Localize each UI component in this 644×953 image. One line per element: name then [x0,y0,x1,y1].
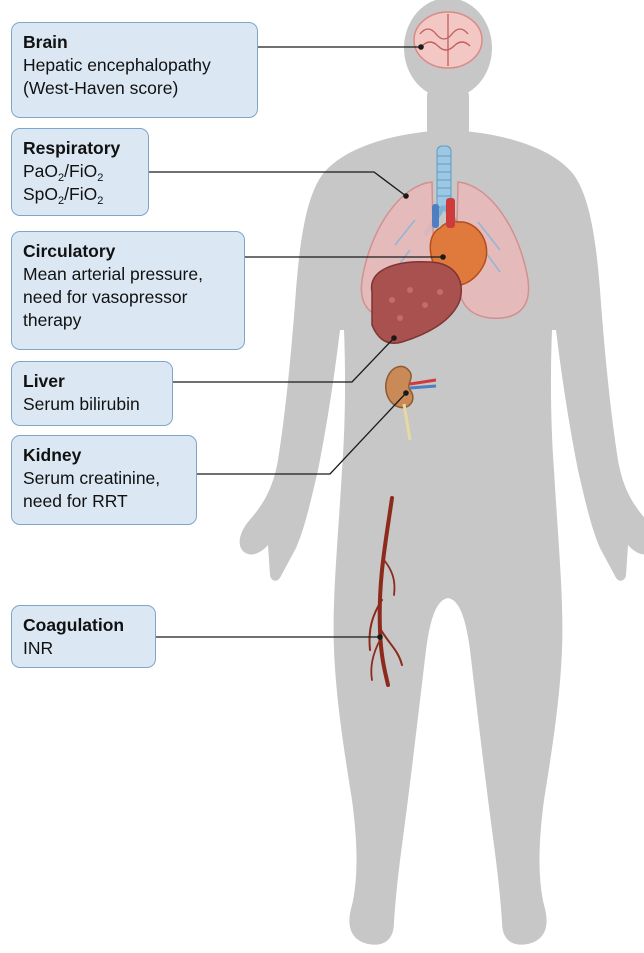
liver-line-1: Serum bilirubin [23,393,161,416]
brain-line-2-text: (West-Haven score) [23,78,178,98]
kidney-line-1-text: Serum creatinine, [23,468,160,488]
liver-label-box: Liver Serum bilirubin [11,361,173,426]
body-silhouette [240,0,644,945]
liver-title: Liver [23,370,161,393]
circulatory-line-3: therapy [23,309,233,332]
circulatory-line-2-text: need for vasopressor [23,287,187,307]
respiratory-line-2-part-2: /FiO [64,184,97,204]
coagulation-title: Coagulation [23,614,144,637]
circulatory-label-box: Circulatory Mean arterial pressure, need… [11,231,245,350]
coagulation-line-1: INR [23,637,144,660]
respiratory-line-2: SpO2/FiO2 [23,183,137,206]
circulatory-line-1-text: Mean arterial pressure, [23,264,203,284]
circulatory-line-3-text: therapy [23,310,81,330]
kidney-line-2: need for RRT [23,490,185,513]
respiratory-line-1-part-1: PaO [23,161,58,181]
respiratory-line-1-part-2: /FiO [64,161,97,181]
kidney-line-2-text: need for RRT [23,491,128,511]
respiratory-title: Respiratory [23,137,137,160]
brain-line-2: (West-Haven score) [23,77,246,100]
brain-line-1: Hepatic encephalopathy [23,54,246,77]
kidney-label-box: Kidney Serum creatinine, need for RRT [11,435,197,525]
respiratory-line-2-subscript-2: 2 [97,195,103,207]
respiratory-label-box: Respiratory PaO2/FiO2 SpO2/FiO2 [11,128,149,216]
brain-label-box: Brain Hepatic encephalopathy (West-Haven… [11,22,258,118]
kidney-title: Kidney [23,444,185,467]
circulatory-title: Circulatory [23,240,233,263]
coagulation-label-box: Coagulation INR [11,605,156,668]
brain-title: Brain [23,31,246,54]
brain-illustration [414,12,482,68]
respiratory-line-1: PaO2/FiO2 [23,160,137,183]
brain-line-1-text: Hepatic encephalopathy [23,55,211,75]
circulatory-line-1: Mean arterial pressure, [23,263,233,286]
coagulation-line-1-text: INR [23,638,53,658]
kidney-line-1: Serum creatinine, [23,467,185,490]
liver-line-1-text: Serum bilirubin [23,394,140,414]
circulatory-line-2: need for vasopressor [23,286,233,309]
respiratory-line-2-part-1: SpO [23,184,58,204]
